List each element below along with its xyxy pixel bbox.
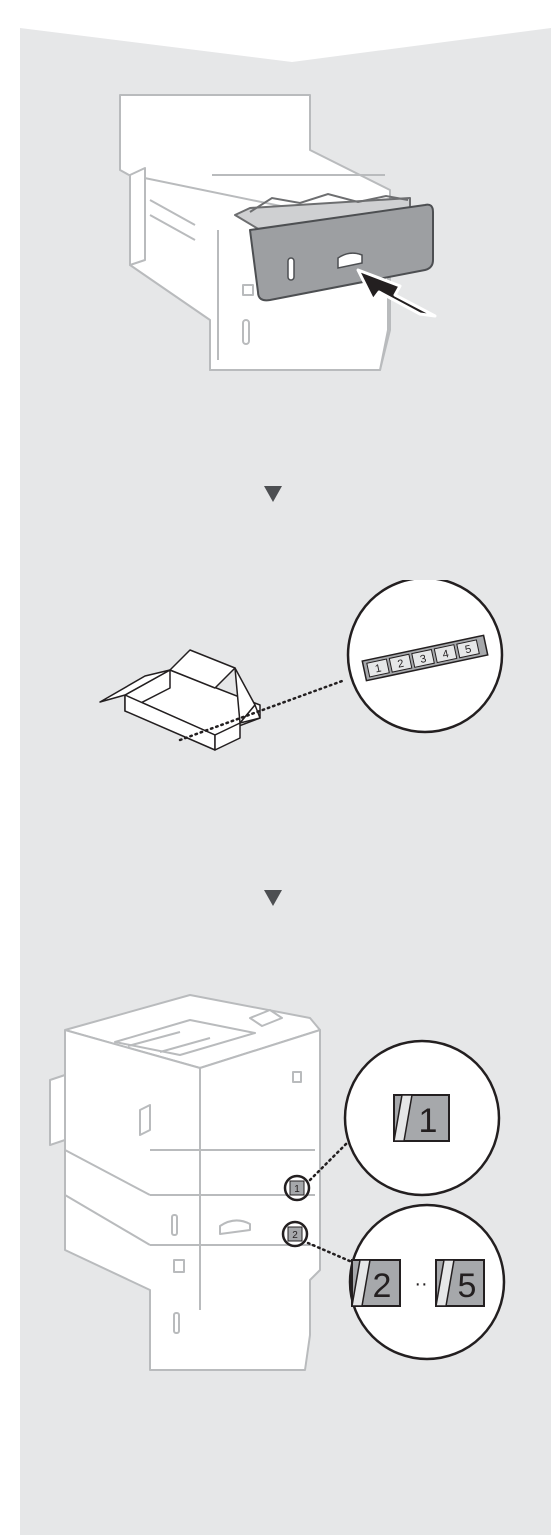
sticker-2 [388, 653, 413, 673]
step3-printer-illustration: 1 2 1 2 ·· 5 [49, 994, 506, 1371]
panel-top-notch [20, 0, 551, 62]
marker-unit-2-label: 2 [292, 1230, 298, 1241]
sticker-5 [456, 639, 480, 659]
zoom-circle-unit-1: 1 [343, 1039, 501, 1197]
marker-unit-2: 2 [281, 1220, 309, 1248]
marker-unit-1: 1 [283, 1174, 311, 1202]
paper-drawer [234, 192, 434, 302]
marker-unit-1-label: 1 [294, 1184, 300, 1195]
sticker-4-label: 4 [442, 648, 450, 661]
leader-line-2 [308, 1133, 357, 1182]
sticker-3-label: 3 [419, 653, 427, 666]
push-arrow-icon [356, 268, 437, 318]
step1-push-drawer-illustration [119, 94, 437, 371]
zoom-range-end-label: 5 [458, 1267, 477, 1305]
step-down-arrow-2 [264, 890, 282, 906]
accessory-box [99, 649, 261, 751]
step-down-arrow-1 [264, 486, 282, 502]
sticker-2-label: 2 [397, 658, 405, 671]
leader-line-1 [178, 678, 347, 742]
zoom-range-start-label: 2 [373, 1267, 392, 1305]
printer-body [49, 994, 321, 1371]
sticker-5-label: 5 [464, 643, 472, 656]
sticker-3 [411, 648, 435, 668]
zoom-range-separator: ·· [414, 1273, 427, 1295]
sticker-sheet: 1 2 3 4 5 [361, 634, 489, 682]
sticker-4 [433, 644, 458, 664]
step2-sticker-illustration: 1 2 3 4 5 [99, 580, 504, 751]
zoom-circle-unit-2-5: 2 ·· 5 [348, 1203, 506, 1361]
zoom-unit-1-label: 1 [419, 1102, 438, 1140]
sticker-1-label: 1 [374, 662, 382, 675]
leader-line-3 [306, 1241, 354, 1264]
sticker-1 [366, 658, 390, 678]
